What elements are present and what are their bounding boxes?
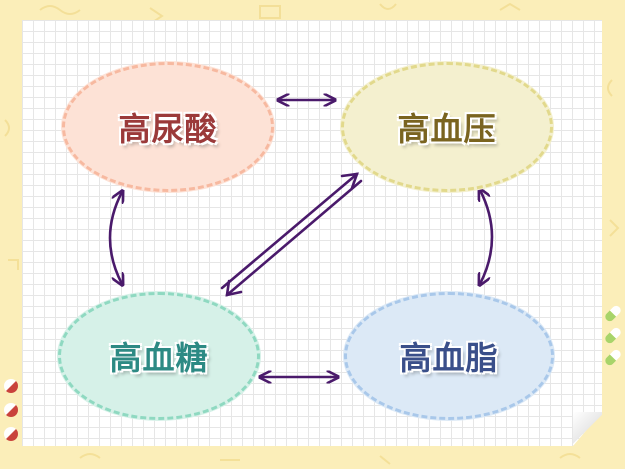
node-high-blood-lipid: 高血脂 (344, 292, 554, 420)
tablet-icon (4, 379, 18, 393)
node-label: 高血压 (397, 110, 497, 148)
page-fold-corner (573, 412, 602, 446)
tablet-icon (4, 427, 18, 441)
arrow-uric-sugar (108, 192, 122, 284)
harpoon-to-bp-head (340, 172, 359, 190)
node-label: 高血糖 (109, 339, 209, 377)
harpoon-to-bp (220, 172, 359, 290)
harpoon-to-sugar-head (225, 279, 243, 297)
node-high-uric-acid: 高尿酸 (62, 62, 274, 192)
node-label: 高血脂 (399, 339, 499, 377)
arrow-bp-lipid (480, 190, 494, 284)
node-high-blood-pressure: 高血压 (341, 62, 553, 192)
node-label: 高尿酸 (118, 110, 218, 148)
tablet-icon (4, 403, 18, 417)
node-high-blood-sugar: 高血糖 (58, 292, 260, 420)
harpoon-to-sugar (225, 179, 363, 297)
